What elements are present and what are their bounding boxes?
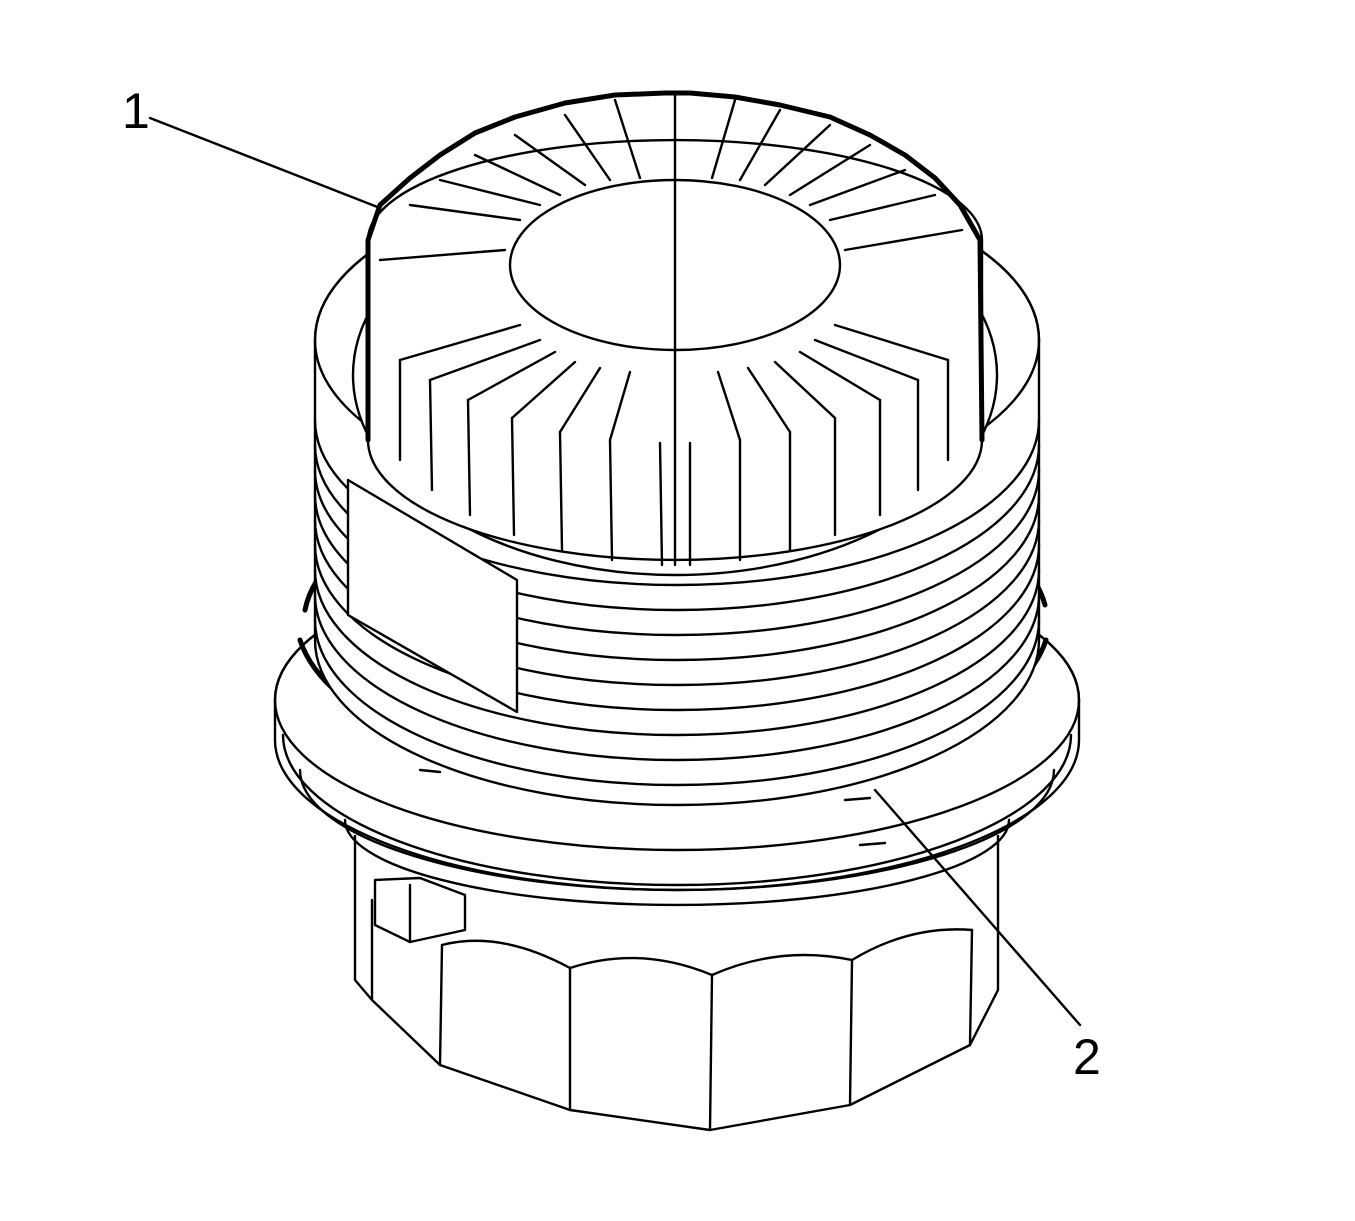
callout-label-2: 2 — [1073, 1029, 1101, 1085]
hex-nut — [353, 835, 1000, 1132]
callout-label-1: 1 — [122, 83, 150, 139]
ribbed-element — [365, 90, 985, 567]
leader-line-2 — [873, 788, 1082, 1027]
leader-line-1 — [148, 116, 382, 210]
leader-lines — [148, 116, 1082, 1027]
